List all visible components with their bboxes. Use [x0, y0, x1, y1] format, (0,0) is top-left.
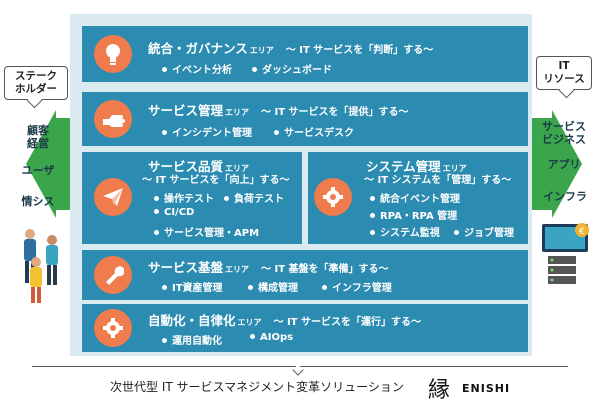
service-mgmt-title-row: サービス管理エリア 〜 IT サービスを「提供」する〜 — [148, 100, 409, 119]
governance-suffix: エリア — [249, 46, 274, 55]
system-item: ジョブ管理 — [454, 224, 514, 239]
service-foundation-area: サービス基盤エリア 〜 IT 基盤を「準備」する〜 IT資産管理 構成管理 インフ… — [82, 250, 528, 300]
service-mgmt-suffix: エリア — [225, 108, 250, 117]
service-management-area: サービス管理エリア 〜 IT サービスを「提供」する〜 インシデント管理 サービス… — [82, 92, 528, 146]
foundation-tagline: 〜 IT 基盤を「準備」する〜 — [261, 264, 389, 275]
automation-item: 運用自動化 — [162, 332, 222, 347]
left-label-customer: 顧客 経営 — [27, 124, 49, 150]
quality-title: サービス品質 — [148, 159, 224, 174]
foundation-title: サービス基盤 — [148, 260, 224, 275]
foundation-suffix: エリア — [225, 265, 250, 274]
enishi-logo-kanji: 縁 — [428, 378, 451, 403]
governance-area: 統合・ガバナンスエリア 〜 IT サービスを「判断」する〜 イベント分析 ダッシュ… — [82, 26, 528, 82]
governance-tagline: 〜 IT サービスを「判断」する〜 — [285, 45, 434, 56]
it-resource-bubble: IT リソース — [536, 56, 592, 90]
lightbulb-icon — [94, 35, 132, 73]
svg-text:€: € — [579, 227, 585, 237]
governance-item: ダッシュボード — [252, 61, 332, 76]
system-tagline: 〜 IT システムを「管理」する〜 — [364, 175, 512, 186]
service-mgmt-title: サービス管理 — [148, 103, 224, 118]
quality-suffix: エリア — [225, 164, 250, 173]
foundation-item: インフラ管理 — [322, 279, 392, 294]
right-arrow — [520, 110, 582, 218]
paper-plane-icon — [94, 178, 132, 216]
foundation-title-row: サービス基盤エリア 〜 IT 基盤を「準備」する〜 — [148, 257, 389, 276]
solution-caption: 次世代型 IT サービスマネジメント変革ソリューション — [110, 380, 404, 394]
quality-item: 操作テスト — [154, 190, 214, 205]
system-suffix: エリア — [442, 164, 467, 173]
system-title: システム管理 — [366, 159, 441, 174]
automation-title: 自動化・自律化 — [148, 313, 236, 328]
governance-item: イベント分析 — [162, 61, 232, 76]
quality-item: サービス管理・APM — [154, 224, 259, 239]
foundation-item: IT資産管理 — [162, 279, 223, 294]
governance-title: 統合・ガバナンス — [148, 41, 248, 56]
quality-item: 負荷テスト — [224, 190, 284, 205]
system-item: RPA・RPA 管理 — [370, 207, 457, 222]
automation-suffix: エリア — [237, 318, 262, 327]
right-label-infra: インフラ — [543, 190, 587, 203]
automation-item: AIOps — [250, 332, 293, 343]
system-management-area: システム管理エリア 〜 IT システムを「管理」する〜 統合イベント管理 RPA… — [308, 152, 528, 244]
right-label-service: サービス ビジネス — [542, 120, 586, 146]
service-mgmt-tagline: 〜 IT サービスを「提供」する〜 — [261, 107, 409, 118]
hand-icon — [94, 100, 132, 138]
service-mgmt-item: インシデント管理 — [162, 124, 252, 139]
quality-tagline: 〜 IT サービスを「向上」する〜 — [142, 175, 290, 186]
left-label-infosys: 情シス — [21, 195, 55, 208]
quality-title-row: サービス品質エリア — [148, 156, 249, 175]
enishi-logo-text: ENISHI — [462, 382, 511, 395]
wrench-icon — [94, 256, 132, 294]
automation-gear-icon — [94, 309, 132, 347]
left-label-user: ユーザ — [21, 164, 55, 177]
server-illustration: € — [542, 223, 589, 284]
system-title-row: システム管理エリア — [366, 156, 467, 175]
foundation-item: 構成管理 — [248, 279, 298, 294]
stakeholder-bubble: ステーク ホルダー — [4, 66, 68, 100]
right-label-app: アプリ — [547, 158, 581, 171]
quality-item: CI/CD — [154, 207, 194, 218]
service-mgmt-item: サービスデスク — [274, 124, 354, 139]
gear-icon — [314, 178, 352, 216]
system-item: システム監視 — [370, 224, 440, 239]
system-item: 統合イベント管理 — [370, 190, 460, 205]
service-quality-area: サービス品質エリア 〜 IT サービスを「向上」する〜 操作テスト 負荷テスト … — [82, 152, 302, 244]
people-illustration — [24, 229, 58, 303]
automation-area: 自動化・自律化エリア 〜 IT サービスを「運行」する〜 運用自動化 AIOps — [82, 304, 528, 352]
governance-title-row: 統合・ガバナンスエリア 〜 IT サービスを「判断」する〜 — [148, 38, 433, 57]
automation-tagline: 〜 IT サービスを「運行」する〜 — [273, 317, 422, 328]
automation-title-row: 自動化・自律化エリア 〜 IT サービスを「運行」する〜 — [148, 310, 421, 329]
